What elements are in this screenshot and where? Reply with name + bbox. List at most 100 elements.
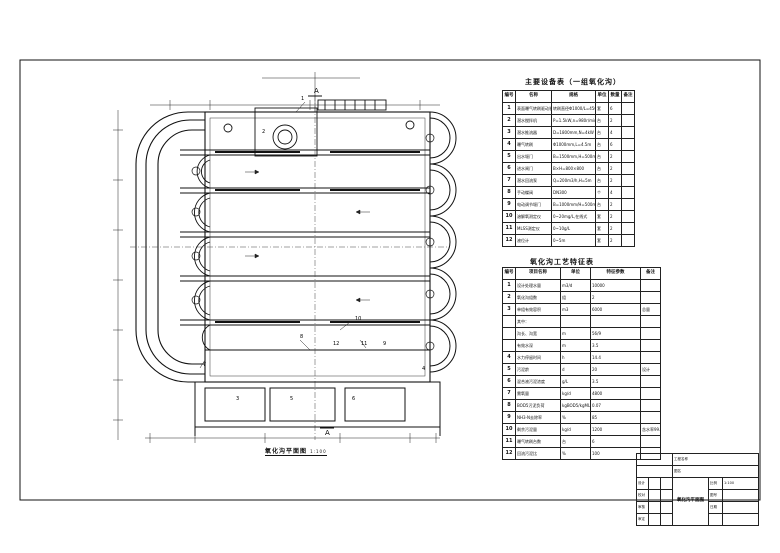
- table-cell: 液位计: [515, 234, 552, 247]
- table-cell: 2: [608, 222, 622, 235]
- table-cell: 出水堰门: [515, 150, 552, 163]
- channel-dividers: [180, 149, 430, 351]
- plan-title-text: 氧化沟平面图: [265, 448, 308, 455]
- table-cell: 0.07: [590, 399, 641, 412]
- table-cell: [621, 234, 635, 247]
- date-label: 日期: [708, 501, 723, 514]
- table-cell: 污泥龄: [515, 363, 561, 376]
- table-cell: [502, 339, 516, 352]
- column-header: 特征参数: [590, 267, 641, 280]
- table-cell: 手动蝶阀: [515, 186, 552, 199]
- table-cell: 2: [608, 210, 622, 223]
- plan-scale: 1:100: [310, 449, 327, 454]
- table-cell: 4: [502, 351, 516, 364]
- column-header: 名称: [515, 90, 552, 103]
- table-cell: 回流污泥比: [515, 447, 561, 460]
- table-cell: m3/d: [560, 279, 591, 292]
- column-header: 单位: [595, 90, 609, 103]
- column-header: 规格: [551, 90, 596, 103]
- drawing-label: 图名: [672, 465, 759, 478]
- table-cell: 4: [608, 186, 622, 199]
- table-cell: 5: [502, 363, 516, 376]
- table-cell: 表面曝气转刷驱动装置: [515, 102, 552, 115]
- table-cell: 2: [608, 234, 622, 247]
- design-label: 设计: [636, 477, 649, 490]
- plan-title: 氧化沟平面图 1:100: [265, 446, 327, 456]
- table-cell: [560, 315, 591, 328]
- table-cell: 设计处理水量: [515, 279, 561, 292]
- table-cell: 3.5: [590, 339, 641, 352]
- table-cell: 8: [502, 399, 516, 412]
- table-cell: 4: [502, 138, 516, 151]
- table-cell: 56/9: [590, 327, 641, 340]
- table-cell: 11: [502, 435, 516, 448]
- table-cell: 需氧量: [515, 387, 561, 400]
- table-cell: DN300: [551, 186, 596, 199]
- table-cell: 设计: [640, 363, 661, 376]
- table-cell: 溶解氧测定仪: [515, 210, 552, 223]
- aerator-rotors: [215, 151, 420, 323]
- column-header: 单位: [560, 267, 591, 280]
- table-cell: 套: [595, 210, 609, 223]
- table-cell: 6: [608, 138, 622, 151]
- table-cell: 8: [502, 186, 516, 199]
- right-lobe-centers: [425, 133, 435, 351]
- outer-border: [19, 59, 761, 501]
- table-cell: [640, 399, 661, 412]
- table-cell: 7: [502, 387, 516, 400]
- table-cell: Φ1000mm,L=4.5m: [551, 138, 596, 151]
- table-cell: 氧化沟组数: [515, 291, 561, 304]
- table-cell: m3: [560, 303, 591, 316]
- left-dimension-line: [113, 110, 123, 440]
- table-cell: [502, 315, 516, 328]
- table-cell: B=1000mm/H=500mm: [551, 198, 596, 211]
- table-cell: 20: [590, 363, 641, 376]
- inlet-chamber: [223, 99, 415, 157]
- table-cell: MLSS测定仪: [515, 222, 552, 235]
- table-cell: 1: [502, 279, 516, 292]
- table-cell: 6: [590, 435, 641, 448]
- section-marks: [308, 95, 334, 429]
- table-cell: 台: [595, 114, 609, 127]
- table-cell: 2: [608, 162, 622, 175]
- table-cell: 10: [502, 423, 516, 436]
- approve-label: 审定: [636, 513, 649, 526]
- table-cell: %: [560, 411, 591, 424]
- table-cell: 进水闸门: [515, 162, 552, 175]
- table-cell: 14.4: [590, 351, 641, 364]
- table-cell: 个: [595, 186, 609, 199]
- table-cell: 台: [595, 150, 609, 163]
- table-cell: 6: [502, 375, 516, 388]
- callout-leaders: [199, 101, 367, 369]
- table-cell: [621, 162, 635, 175]
- table-cell: [640, 375, 661, 388]
- bottom-compartments: [194, 381, 441, 436]
- table-cell: %: [560, 447, 591, 460]
- table-cell: 1200: [590, 423, 641, 436]
- table-cell: 2: [608, 114, 622, 127]
- table-cell: kgBOD5/kgMLSS: [560, 399, 591, 412]
- table-cell: [621, 174, 635, 187]
- table-cell: 套: [595, 234, 609, 247]
- table-cell: 0~20mg/L,在线式: [551, 210, 596, 223]
- table-cell: 3.5: [590, 375, 641, 388]
- column-header: 数量: [608, 90, 622, 103]
- table-cell: 10000: [590, 279, 641, 292]
- table-cell: 台: [595, 174, 609, 187]
- scale-label: 比例: [708, 477, 723, 490]
- table-cell: B×H=800×800: [551, 162, 596, 175]
- table-cell: [621, 138, 635, 151]
- equipment-table-title: 主要设备表（一组氧化沟）: [525, 78, 621, 86]
